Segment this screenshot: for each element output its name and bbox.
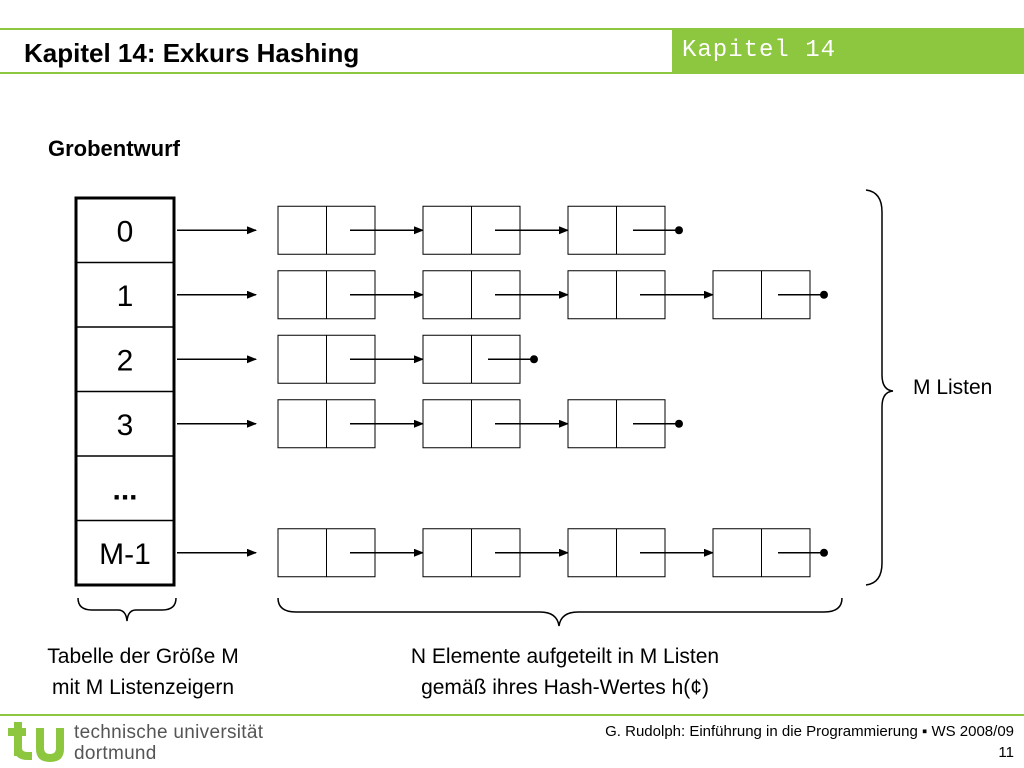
chapter-badge: Kapitel 14 xyxy=(672,28,1024,74)
tu-logo-icon xyxy=(8,722,64,762)
table-brace xyxy=(77,597,177,622)
header-top-rule xyxy=(0,28,1024,30)
university-line1: technische universität xyxy=(74,722,264,743)
caption-table-line1: Tabelle der Größe M xyxy=(47,645,239,668)
university-line2: dortmund xyxy=(74,743,157,764)
table-cell-label: 2 xyxy=(117,344,134,377)
caption-elements-line1: N Elemente aufgeteilt in M Listen xyxy=(410,645,720,668)
caption-elements: N Elemente aufgeteilt in M Listen gemäß … xyxy=(350,641,780,703)
slide-title: Kapitel 14: Exkurs Hashing xyxy=(24,38,360,68)
header-bottom-rule xyxy=(0,72,1024,74)
university-name: technische universität dortmund xyxy=(74,722,263,764)
course-info: G. Rudolph: Einführung in die Programmie… xyxy=(605,723,1014,740)
null-pointer-dot xyxy=(530,355,538,364)
null-pointer-dot xyxy=(820,548,828,557)
table-cell-label: ... xyxy=(112,473,137,506)
table-cell-label: 0 xyxy=(117,215,134,248)
caption-table-line2: mit M Listenzeigern xyxy=(51,676,235,699)
null-pointer-dot xyxy=(675,419,683,428)
section-title: Grobentwurf xyxy=(48,136,180,161)
lists-brace xyxy=(277,597,843,627)
right-brace xyxy=(865,189,894,586)
m-listen-label: M Listen xyxy=(913,376,993,399)
null-pointer-dot xyxy=(675,226,683,235)
caption-table: Tabelle der Größe M mit M Listenzeigern xyxy=(14,641,272,703)
footer-rule xyxy=(0,714,1024,716)
table-cell-label: M-1 xyxy=(99,538,151,571)
footer-info: G. Rudolph: Einführung in die Programmie… xyxy=(605,721,1014,763)
null-pointer-dot xyxy=(820,290,828,299)
page-number: 11 xyxy=(998,744,1014,761)
caption-elements-line2: gemäß ihres Hash-Wertes h(¢) xyxy=(421,676,709,699)
table-cell-label: 3 xyxy=(117,409,134,442)
table-cell-label: 1 xyxy=(117,280,134,313)
